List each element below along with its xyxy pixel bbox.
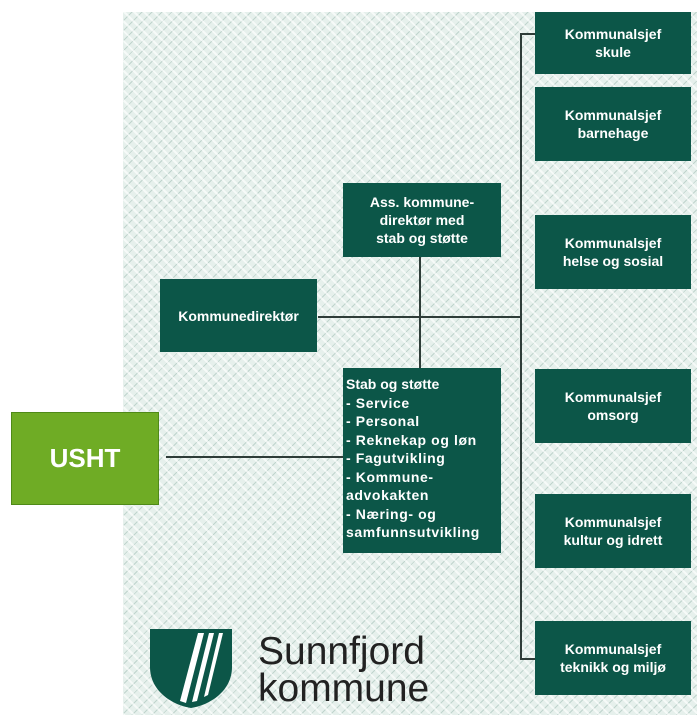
staff-support-title: Stab og støtte	[346, 376, 440, 392]
staff-item-service: - Service	[346, 394, 410, 411]
dept-box-omsorg: Kommunalsjef omsorg	[535, 369, 691, 443]
dept-box-teknikk-miljo: Kommunalsjef teknikk og miljø	[535, 621, 691, 695]
connector-trunk-assistant-staff	[419, 257, 421, 368]
staff-item-naering: - Næring- og samfunnsutvikling	[346, 505, 480, 541]
staff-item-fagutvikling: - Fagutvikling	[346, 450, 446, 466]
usht-label: USHT	[49, 443, 121, 473]
dept-box-skule: Kommunalsjef skule	[535, 12, 691, 74]
connector-department-spine	[520, 33, 522, 660]
assistant-director-box: Ass. kommune- direktør med stab og støtt…	[343, 183, 501, 257]
usht-box: USHT	[11, 412, 159, 505]
connector-spine-skule	[520, 33, 535, 35]
staff-item-advokat: - Kommune- advokakten	[346, 468, 434, 504]
staff-item-reknekap: - Reknekap og løn	[346, 431, 477, 448]
staff-item-personal: - Personal	[346, 413, 420, 429]
dept-box-kultur-idrett: Kommunalsjef kultur og idrett	[535, 494, 691, 568]
dept-box-barnehage: Kommunalsjef barnehage	[535, 87, 691, 161]
staff-support-list: - Service - Personal - Reknekap og løn -…	[346, 394, 501, 542]
director-box: Kommunedirektør	[160, 279, 317, 352]
connector-spine-teknikk	[520, 658, 535, 660]
director-label: Kommunedirektør	[178, 307, 299, 324]
logo-line-2: kommune	[258, 667, 430, 710]
connector-usht-staff	[166, 456, 344, 458]
sunnfjord-kommune-logo-text: Sunnfjord kommune	[258, 630, 430, 710]
dept-box-helse-sosial: Kommunalsjef helse og sosial	[535, 215, 691, 289]
sunnfjord-shield-icon	[150, 629, 232, 708]
logo-line-1: Sunnfjord	[258, 630, 425, 673]
staff-support-box: Stab og støtte - Service - Personal - Re…	[343, 368, 501, 553]
